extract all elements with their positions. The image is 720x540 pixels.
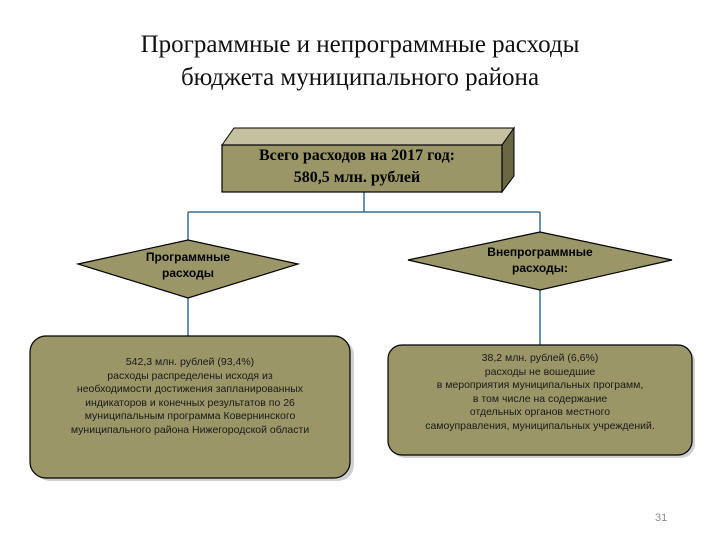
program-description-line-2: расходы распределены исходя из: [107, 369, 273, 382]
nonprogram-description-line-2: расходы не вошедшие: [484, 365, 596, 378]
total-box: [221, 126, 515, 194]
program-description: 542,3 млн. рублей (93,4%) расходы распре…: [34, 356, 346, 438]
program-description-line-1: 542,3 млн. рублей (93,4%): [125, 356, 255, 368]
program-description-box: [29, 335, 351, 479]
nonprogram-label-line-1: Внепрограммные: [487, 245, 593, 259]
program-description-line-5: муниципальным программа Ковернинского: [84, 410, 296, 423]
nonprogram-label-line-2: расходы:: [512, 261, 568, 275]
program-description-line-4: индикаторов и конечных результатов по 26: [85, 396, 295, 409]
connector-lines: [187, 192, 541, 345]
slide-title-line-1: Программные и непрограммные расходы: [140, 31, 580, 58]
slide-title: Программные и непрограммные расходы бюдж…: [0, 28, 720, 94]
nonprogram-description-line-3: в мероприятия муниципальных программ,: [436, 379, 644, 392]
program-description-line-6: муниципального района Нижегородской обла…: [70, 423, 310, 436]
nonprogram-description-line-5: отдельных органов местного: [469, 406, 611, 419]
nonprogram-description-line-6: самоуправления, муниципальных учреждений…: [425, 419, 655, 432]
slide-title-line-2: бюджета муниципального района: [180, 64, 540, 91]
program-label-line-1: Программные: [145, 250, 231, 264]
program-label-line-2: расходы: [162, 266, 214, 280]
program-diamond: [75, 239, 301, 299]
nonprogram-label: Внепрограммные расходы:: [470, 244, 610, 276]
nonprogram-diamond: [407, 231, 673, 291]
program-label: Программные расходы: [120, 249, 256, 281]
page-number: 31: [655, 512, 668, 524]
total-box-top-face: [221, 127, 515, 146]
total-label-line-2: 580,5 млн. рублей: [293, 169, 421, 186]
total-label-line-1: Всего расходов на 2017 год:: [258, 147, 456, 164]
total-box-front-face: [221, 144, 503, 193]
nonprogram-description: 38,2 млн. рублей (6,6%) расходы не вошед…: [392, 352, 688, 434]
nonprogram-description-line-4: в том числе на содержание: [472, 392, 608, 405]
total-label: Всего расходов на 2017 год: 580,5 млн. р…: [224, 145, 490, 189]
nonprogram-description-line-1: 38,2 млн. рублей (6,6%): [481, 352, 599, 364]
nonprogram-description-box: [387, 344, 693, 456]
program-description-line-3: необходимости достижения запланированных: [76, 383, 304, 396]
